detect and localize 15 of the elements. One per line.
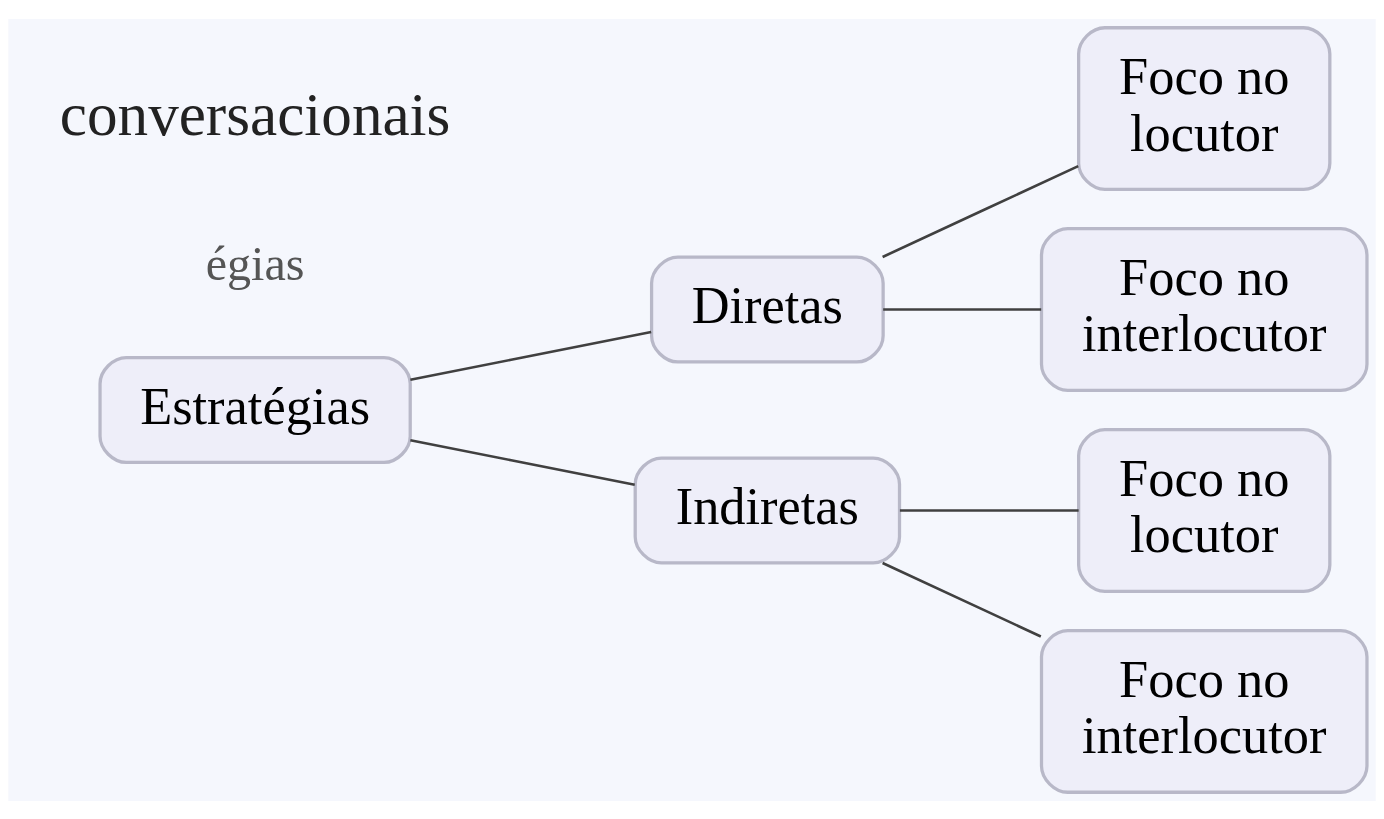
connector — [899, 508, 1079, 512]
label: égias — [205, 236, 305, 290]
node-box: Foco no locutor — [1077, 427, 1332, 593]
node-box: Foco no locutor — [1077, 25, 1332, 191]
label: conversacionais — [59, 79, 451, 148]
node-box: Diretas — [649, 254, 885, 364]
node-box: Foco no interlocutor — [1039, 226, 1369, 392]
connector — [410, 330, 652, 381]
node-box: Indiretas — [633, 455, 902, 565]
connector — [882, 164, 1079, 258]
connector — [882, 561, 1042, 638]
connector — [883, 307, 1042, 311]
node-box: Estratégias — [98, 355, 412, 464]
connector — [410, 438, 635, 486]
node-box: Foco no interlocutor — [1039, 628, 1369, 794]
